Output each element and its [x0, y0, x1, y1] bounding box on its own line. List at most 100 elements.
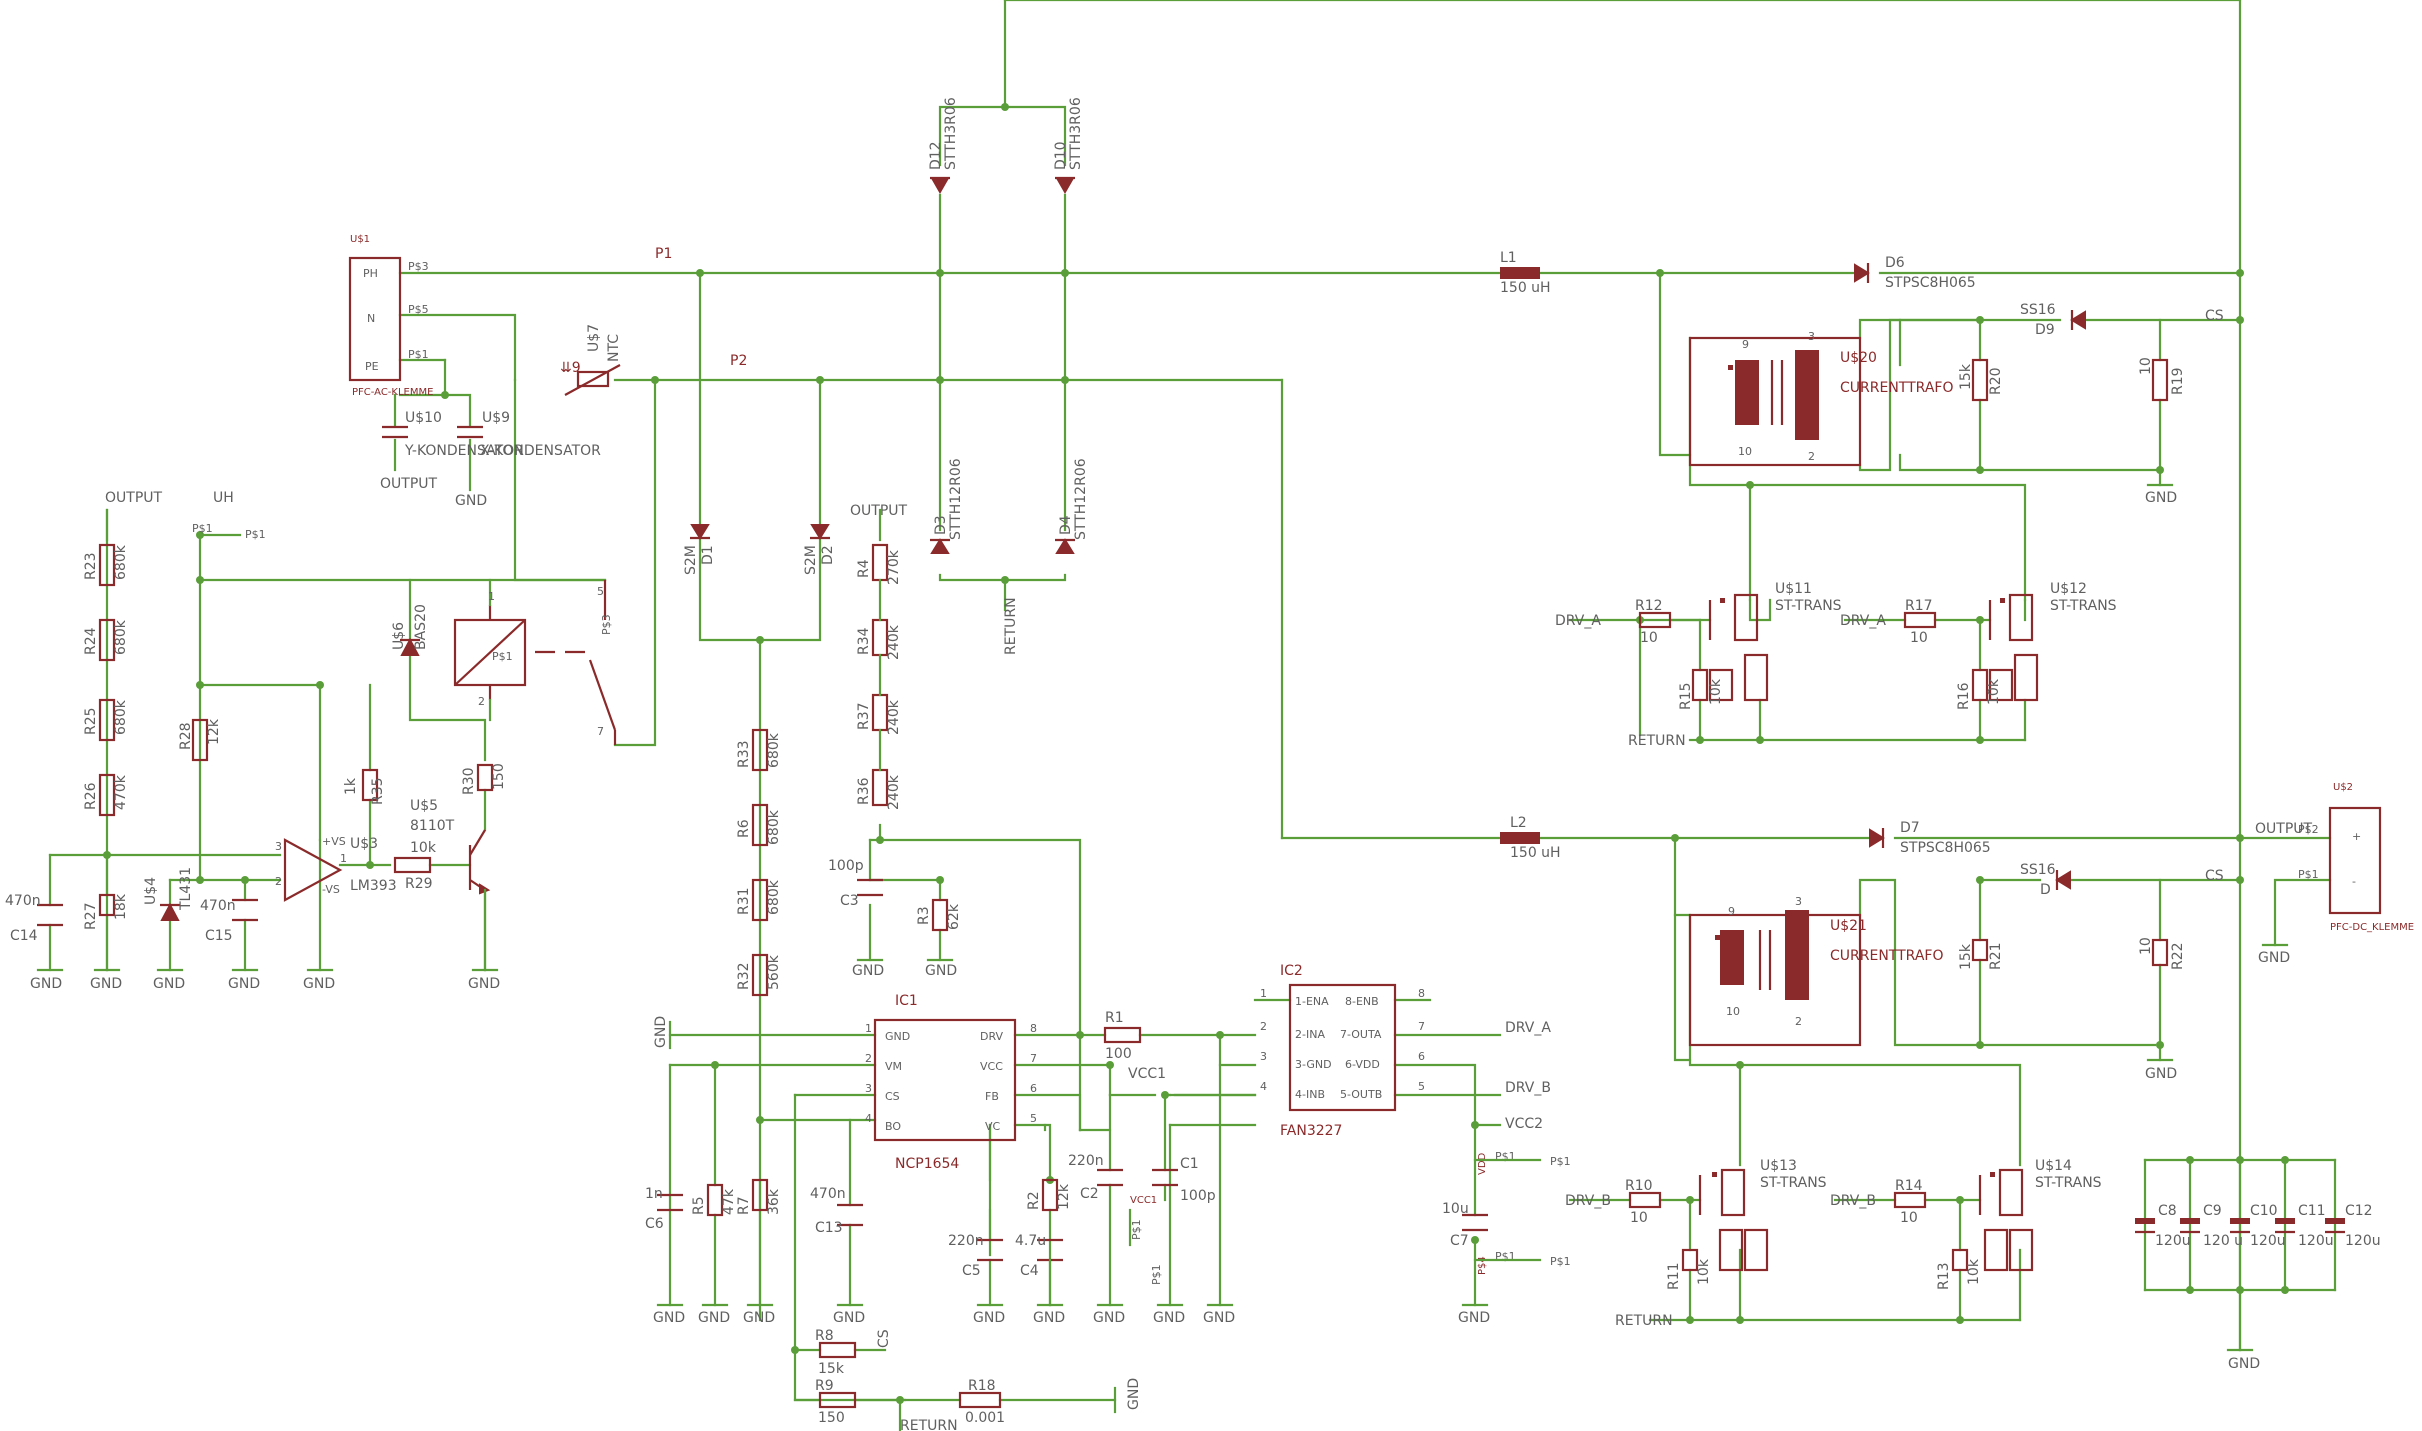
svg-text:BAS20: BAS20	[413, 604, 429, 650]
svg-text:10k: 10k	[1966, 1258, 1982, 1285]
svg-text:U$7: U$7	[586, 324, 602, 352]
svg-text:DRV_B: DRV_B	[1505, 1080, 1551, 1096]
resistor-r29: 10k R29	[393, 840, 437, 892]
svg-text:U$14: U$14	[2035, 1158, 2072, 1174]
svg-text:9: 9	[1742, 338, 1749, 351]
svg-text:12k: 12k	[206, 718, 222, 745]
transistor-us12: U$12 ST-TRANS	[1988, 581, 2117, 702]
svg-text:GND: GND	[153, 976, 185, 992]
return-label-bottom: RETURN	[900, 1418, 958, 1431]
gnd-row-ic1: GND GND GND GND GND GND GND GND GND GND	[653, 1303, 1490, 1326]
svg-text:GND: GND	[973, 1310, 1005, 1326]
svg-text:CURRENTTRAFO: CURRENTTRAFO	[1840, 380, 1953, 396]
svg-text:STTH12R06: STTH12R06	[1073, 458, 1089, 540]
svg-text:150: 150	[491, 763, 507, 790]
svg-text:VCC2: VCC2	[1505, 1116, 1543, 1132]
svg-text:-VS: -VS	[322, 883, 340, 896]
svg-text:R32: R32	[736, 962, 752, 990]
svg-text:5: 5	[597, 585, 604, 598]
svg-text:240k: 240k	[886, 774, 902, 810]
svg-text:P$1: P$1	[192, 522, 213, 535]
resistor-r30: R30 150	[461, 763, 507, 795]
svg-text:GND: GND	[1033, 1310, 1065, 1326]
ic2-fan3227: IC2 FAN3227 1-ENA 2-INA 3-GND 4-INB 8-EN…	[1260, 963, 1551, 1139]
svg-text:OUTPUT: OUTPUT	[2255, 821, 2313, 837]
svg-text:100p: 100p	[1180, 1188, 1216, 1204]
svg-text:R16: R16	[1956, 682, 1972, 710]
svg-text:L1: L1	[1500, 250, 1517, 266]
svg-text:680k: 680k	[766, 809, 782, 845]
svg-text:TL431: TL431	[178, 867, 194, 911]
svg-text:680k: 680k	[766, 732, 782, 768]
svg-text:120u: 120u	[2250, 1233, 2286, 1249]
svg-text:18k: 18k	[113, 893, 129, 920]
svg-text:SS16: SS16	[2020, 862, 2056, 878]
svg-text:DRV_B: DRV_B	[1830, 1193, 1876, 1209]
svg-text:D1: D1	[700, 545, 716, 565]
svg-text:10: 10	[1738, 445, 1752, 458]
svg-text:NTC: NTC	[606, 334, 622, 362]
transistor-us5	[468, 829, 491, 972]
diode-d12: D12 STTH3R06	[928, 97, 959, 195]
svg-text:P2: P2	[730, 353, 747, 369]
svg-text:GND: GND	[455, 493, 487, 509]
ic1-ncp1654: IC1 NCP1654 GND VM CS BO DRV VCC FB VC 1…	[653, 993, 1037, 1172]
transistor-us13: U$13 ST-TRANS	[1698, 1158, 1827, 1272]
svg-text:U$11: U$11	[1775, 581, 1812, 597]
resistor-r12: R12 10 DRV_A	[1555, 598, 1672, 646]
svg-text:R7: R7	[736, 1196, 752, 1215]
svg-text:OUTPUT: OUTPUT	[850, 503, 908, 519]
resistor-r11: R11 10k	[1666, 1248, 1712, 1290]
svg-text:C15: C15	[205, 928, 233, 944]
svg-text:CS: CS	[2205, 308, 2224, 324]
svg-text:470n: 470n	[5, 893, 41, 909]
u1-ac-klemme: U$1 PH N PE P$3 P$5 P$1 PFC-AC-KLEMME P1…	[348, 234, 747, 398]
svg-text:STPSC8H065: STPSC8H065	[1885, 275, 1976, 291]
svg-text:+: +	[2352, 830, 2361, 843]
svg-text:GND: GND	[228, 976, 260, 992]
svg-text:STTH12R06: STTH12R06	[948, 458, 964, 540]
vcc-labels: VCC1 VCC1 P$1 P$1	[1128, 1066, 1166, 1285]
svg-text:S2M: S2M	[683, 545, 699, 575]
svg-text:PFC-AC-KLEMME: PFC-AC-KLEMME	[352, 387, 433, 398]
wires	[48, 0, 2337, 1431]
svg-text:R8: R8	[815, 1328, 834, 1344]
svg-text:120 u: 120 u	[2203, 1233, 2243, 1249]
svg-text:R5: R5	[691, 1196, 707, 1215]
svg-text:C6: C6	[645, 1216, 664, 1232]
svg-text:1: 1	[1260, 987, 1267, 1000]
svg-text:120u: 120u	[2345, 1233, 2381, 1249]
svg-text:4: 4	[1260, 1080, 1267, 1093]
svg-text:GND: GND	[653, 1016, 669, 1048]
svg-text:8: 8	[1030, 1022, 1037, 1035]
svg-text:10k: 10k	[410, 840, 437, 856]
svg-text:R15: R15	[1678, 682, 1694, 710]
svg-text:680k: 680k	[113, 619, 129, 655]
svg-text:3: 3	[1795, 895, 1802, 908]
resistor-r19: 10 R19	[2138, 357, 2186, 402]
svg-text:5: 5	[1418, 1080, 1425, 1093]
svg-text:R2: R2	[1026, 1191, 1042, 1210]
resistor-r9: R9 150	[815, 1378, 857, 1426]
svg-text:10k: 10k	[1708, 678, 1724, 705]
svg-text:GND: GND	[743, 1310, 775, 1326]
svg-text:10: 10	[2138, 937, 2154, 955]
svg-text:GND: GND	[2145, 490, 2177, 506]
svg-text:L2: L2	[1510, 815, 1527, 831]
svg-text:P1: P1	[655, 246, 672, 262]
svg-text:10: 10	[1726, 1005, 1740, 1018]
svg-text:U$12: U$12	[2050, 581, 2087, 597]
svg-text:VM: VM	[885, 1060, 902, 1073]
svg-text:240k: 240k	[886, 699, 902, 735]
svg-text:2-INA: 2-INA	[1295, 1028, 1325, 1041]
svg-text:R30: R30	[461, 767, 477, 795]
resistor-r14: R14 10 DRV_B	[1830, 1178, 1927, 1226]
zener-us4: U$4 TL431	[143, 867, 194, 921]
svg-text:N: N	[367, 312, 375, 325]
svg-text:100: 100	[1105, 1046, 1132, 1062]
svg-text:PE: PE	[365, 360, 379, 373]
svg-text:2: 2	[275, 875, 282, 888]
svg-text:+VS: +VS	[322, 835, 346, 848]
svg-text:62k: 62k	[946, 903, 962, 930]
svg-text:4.7u: 4.7u	[1015, 1233, 1046, 1249]
